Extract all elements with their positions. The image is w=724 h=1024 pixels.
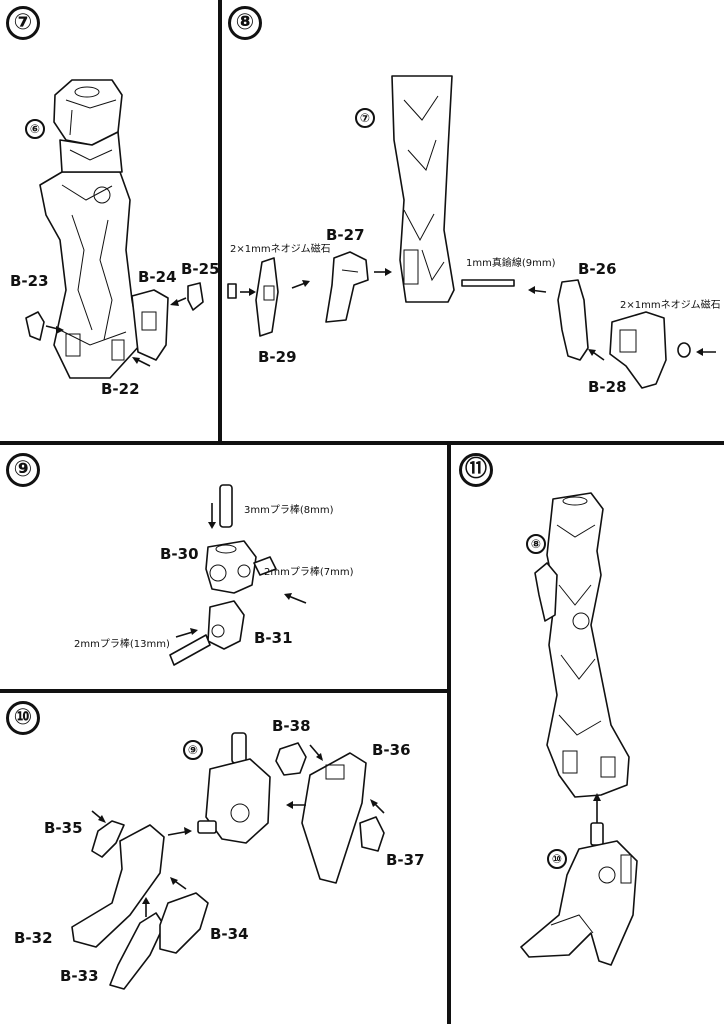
step-number: ⑪ <box>459 453 493 487</box>
part-label-b22: B-22 <box>101 380 140 398</box>
step-number: ⑧ <box>228 6 262 40</box>
reference-number-bottom: ⑩ <box>547 849 567 869</box>
assembly-illustration <box>520 492 638 966</box>
part-label-b32: B-32 <box>14 929 53 947</box>
divider-vertical-bottom <box>447 443 451 1024</box>
assembly-illustration <box>169 484 307 666</box>
reference-number: ⑨ <box>183 740 203 760</box>
panel-step-11: ⑪ ⑧ ⑩ <box>451 445 724 1024</box>
note-magnet-left: 2×1mmネオジム磁石 <box>230 244 331 255</box>
assembly-illustration <box>227 75 716 389</box>
part-label-b36: B-36 <box>372 741 411 759</box>
panel-step-7: ⑦ ⑥ B-23 B-24 B-25 B-22 <box>0 0 220 441</box>
part-label-b31: B-31 <box>254 629 293 647</box>
part-label-b28: B-28 <box>588 378 627 396</box>
panel-step-10: ⑩ ⑨ B-38 B-36 B-35 B-37 B-32 B-34 B-33 <box>0 693 447 1024</box>
part-label-b35: B-35 <box>44 819 83 837</box>
part-label-b30: B-30 <box>160 545 199 563</box>
part-label-b25: B-25 <box>181 260 220 278</box>
part-label-b38: B-38 <box>272 717 311 735</box>
part-label-b24: B-24 <box>138 268 177 286</box>
reference-number: ⑦ <box>355 108 375 128</box>
reference-number-top: ⑧ <box>526 534 546 554</box>
part-label-b23: B-23 <box>10 272 49 290</box>
step-number: ⑦ <box>6 6 40 40</box>
note-rod-2mm-7mm: 2mmプラ棒(7mm) <box>264 567 354 578</box>
divider-horizontal-mid-left <box>0 689 449 693</box>
note-rod-3mm: 3mmプラ棒(8mm) <box>244 505 334 516</box>
panel-step-8: ⑧ ⑦ 2×1mmネオジム磁石 B-27 B-29 1mm <box>222 0 724 441</box>
part-label-b37: B-37 <box>386 851 425 869</box>
step-number: ⑨ <box>6 453 40 487</box>
step-number: ⑩ <box>6 701 40 735</box>
part-label-b29: B-29 <box>258 348 297 366</box>
assembly-illustration <box>25 79 204 379</box>
part-label-b33: B-33 <box>60 967 99 985</box>
note-magnet-right: 2×1mmネオジム磁石 <box>620 300 721 311</box>
part-label-b26: B-26 <box>578 260 617 278</box>
panel-step-9: ⑨ 3mmプラ棒(8mm) B-30 2mmプラ棒(7mm) 2mmプラ棒(13… <box>0 445 447 689</box>
divider-vertical-top <box>218 0 222 443</box>
assembly-illustration <box>71 732 385 990</box>
divider-horizontal-top <box>0 441 724 445</box>
part-label-b34: B-34 <box>210 925 249 943</box>
reference-number: ⑥ <box>25 119 45 139</box>
note-rod-2mm-13mm: 2mmプラ棒(13mm) <box>74 639 170 650</box>
part-label-b27: B-27 <box>326 226 365 244</box>
note-wire: 1mm真鍮線(9mm) <box>466 258 556 269</box>
